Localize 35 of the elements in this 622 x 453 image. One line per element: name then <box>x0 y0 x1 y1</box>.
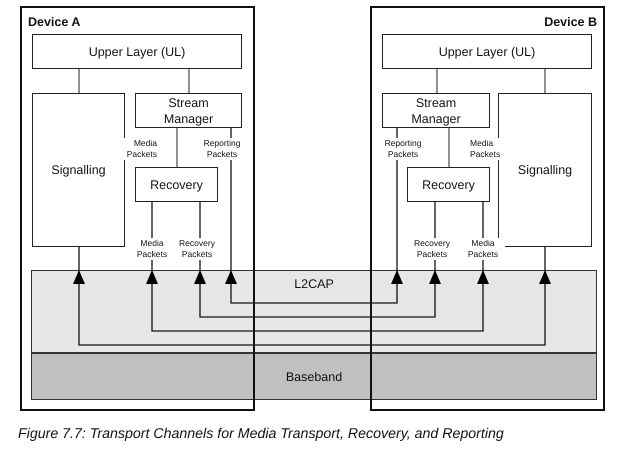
box-label: Recovery <box>150 176 203 192</box>
device-frame <box>20 6 255 411</box>
box-label: Signalling <box>518 162 572 178</box>
arrow <box>539 247 551 284</box>
device-title: Device A <box>28 14 80 30</box>
box-label: Signalling <box>51 162 106 178</box>
connector-line <box>176 128 178 167</box>
box-label: Stream Manager <box>162 94 214 126</box>
box-label: L2CAP <box>294 276 334 292</box>
arrow <box>391 128 403 284</box>
connector-line <box>448 128 450 167</box>
box-label: Stream Manager <box>410 94 462 126</box>
process-box <box>135 167 218 202</box>
connector-line <box>544 69 546 93</box>
box-label: Baseband <box>286 368 342 384</box>
box-label: Recovery <box>422 176 475 192</box>
arrow <box>225 128 237 284</box>
box-label: Upper Layer (UL) <box>88 44 186 60</box>
process-box <box>32 93 125 247</box>
connector-line <box>436 69 438 93</box>
layer-box <box>382 34 592 69</box>
process-box <box>498 93 592 247</box>
connector-line <box>78 69 80 93</box>
process-box <box>407 167 490 202</box>
arrow <box>73 247 85 284</box>
layer-band <box>31 270 597 353</box>
figure-caption: Figure 7.7: Transport Channels for Media Transport, Recovery, and Reporting <box>18 426 504 442</box>
process-box <box>382 93 490 128</box>
device-frame <box>370 6 605 411</box>
box-label: Upper Layer (UL) <box>438 44 536 60</box>
layer-band <box>31 353 597 400</box>
layer-box <box>32 34 242 69</box>
connector-line <box>188 69 190 93</box>
process-box <box>135 93 242 128</box>
device-title: Device B <box>544 14 597 30</box>
